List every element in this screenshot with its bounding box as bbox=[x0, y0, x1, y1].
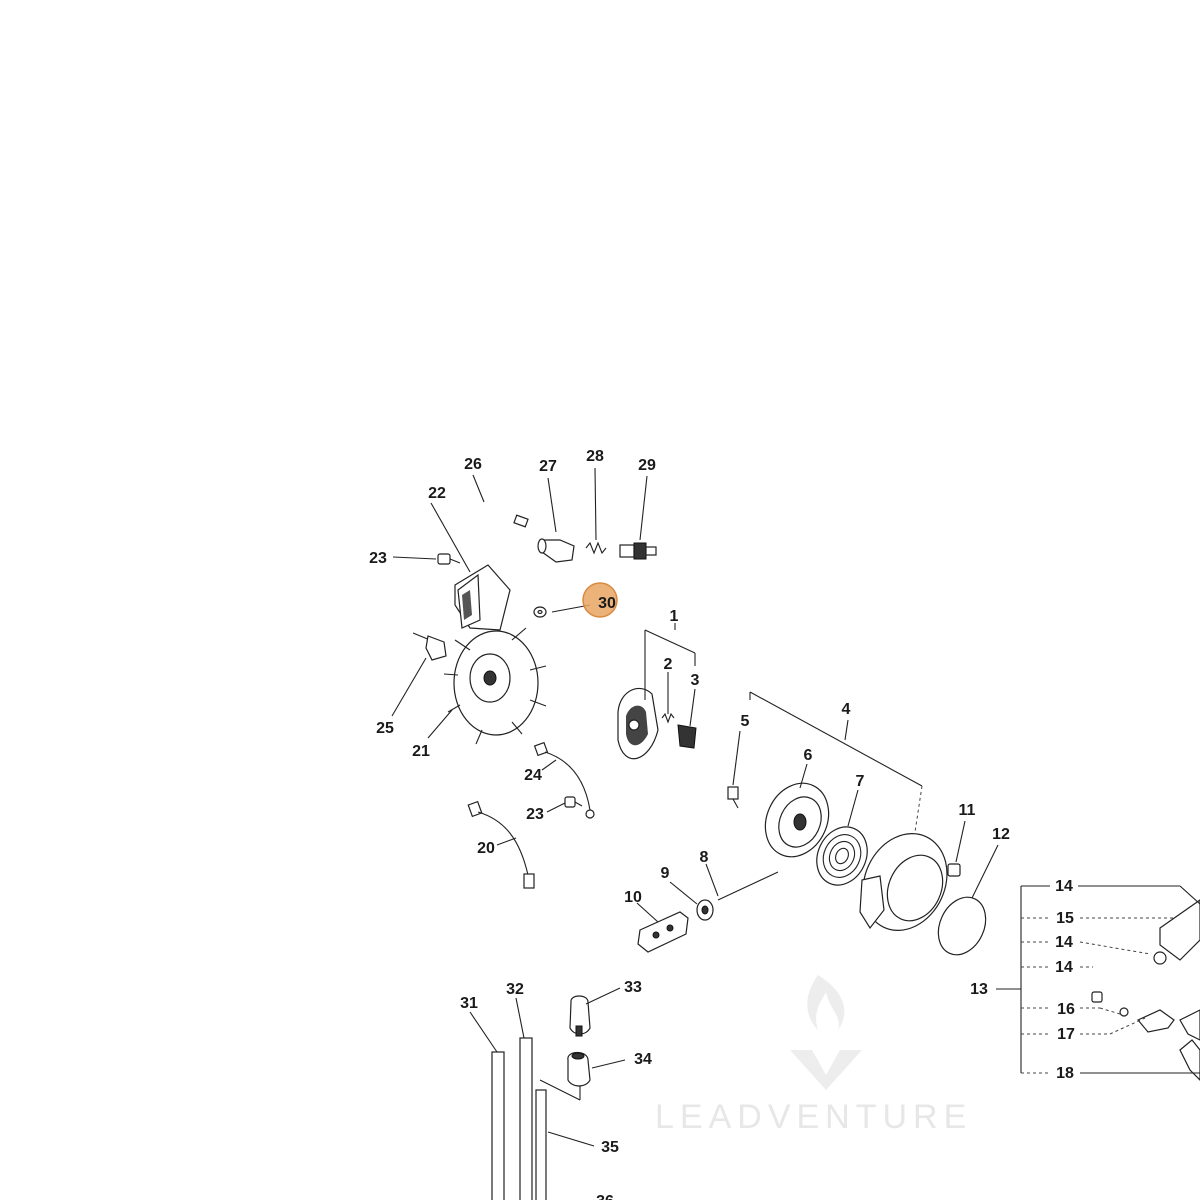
callout-14-b[interactable]: 14 bbox=[1055, 934, 1073, 951]
callout-14-c[interactable]: 14 bbox=[1055, 959, 1073, 976]
callout-9[interactable]: 9 bbox=[661, 865, 670, 882]
callout-21[interactable]: 21 bbox=[412, 743, 430, 760]
callout-1[interactable]: 1 bbox=[670, 608, 679, 625]
stop-wire-part bbox=[467, 800, 535, 889]
recoil-spring-part bbox=[816, 826, 868, 886]
ignition-coil-part bbox=[454, 564, 511, 631]
bracket-13 bbox=[996, 885, 1200, 1074]
starter-handle-part bbox=[637, 911, 689, 953]
callout-2[interactable]: 2 bbox=[664, 656, 673, 673]
gasket-ring-part bbox=[937, 896, 987, 956]
watermark-logo bbox=[790, 975, 862, 1090]
callout-35[interactable]: 35 bbox=[601, 1139, 619, 1156]
callout-10[interactable]: 10 bbox=[624, 889, 642, 906]
flywheel-nut-part bbox=[412, 632, 447, 661]
callout-27[interactable]: 27 bbox=[539, 458, 557, 475]
spring-part bbox=[585, 541, 607, 555]
callout-25[interactable]: 25 bbox=[376, 720, 394, 737]
highlight-marker[interactable] bbox=[582, 582, 618, 618]
wire-screw-part bbox=[564, 796, 583, 808]
screw-part bbox=[437, 553, 461, 565]
callout-31[interactable]: 31 bbox=[460, 995, 478, 1012]
callout-3[interactable]: 3 bbox=[691, 672, 700, 689]
ignition-lead-part bbox=[457, 504, 529, 601]
callout-11[interactable]: 11 bbox=[959, 802, 976, 819]
callout-17[interactable]: 17 bbox=[1057, 1026, 1075, 1043]
callout-labels: 26 27 28 29 22 23 1 2 3 25 21 4 5 6 7 24… bbox=[369, 448, 1075, 1200]
callout-34[interactable]: 34 bbox=[634, 1051, 652, 1068]
callout-26[interactable]: 26 bbox=[464, 456, 482, 473]
starter-rope-part bbox=[717, 871, 779, 901]
flywheel-part bbox=[443, 627, 547, 745]
callout-18[interactable]: 18 bbox=[1056, 1065, 1074, 1082]
fuel-filter-part bbox=[569, 995, 591, 1037]
callout-30-highlighted[interactable]: 30 bbox=[598, 595, 616, 612]
callout-32[interactable]: 32 bbox=[506, 981, 524, 998]
callout-22[interactable]: 22 bbox=[428, 485, 446, 502]
callout-29[interactable]: 29 bbox=[638, 457, 656, 474]
callout-5[interactable]: 5 bbox=[741, 713, 750, 730]
bracket-4 bbox=[749, 691, 923, 833]
callout-14-a[interactable]: 14 bbox=[1055, 878, 1073, 895]
fuel-filter-alt-part bbox=[567, 1051, 591, 1087]
starter-pulley-part bbox=[764, 782, 830, 858]
callout-8[interactable]: 8 bbox=[700, 849, 709, 866]
starter-screw-part bbox=[727, 786, 739, 809]
rope-guide-part bbox=[696, 899, 714, 921]
callout-33[interactable]: 33 bbox=[624, 979, 642, 996]
callout-13[interactable]: 13 bbox=[970, 981, 988, 998]
callout-24[interactable]: 24 bbox=[524, 767, 542, 784]
callout-12[interactable]: 12 bbox=[992, 826, 1010, 843]
callout-4[interactable]: 4 bbox=[842, 701, 851, 718]
housing-screw-part bbox=[947, 863, 961, 877]
callout-23-top[interactable]: 23 bbox=[369, 550, 387, 567]
callout-23-mid[interactable]: 23 bbox=[526, 806, 544, 823]
starter-pawl-assembly-part bbox=[617, 688, 697, 760]
washer-part bbox=[533, 606, 547, 618]
watermark-text: LEADVENTURE bbox=[655, 1098, 972, 1136]
callout-36[interactable]: 36 bbox=[596, 1193, 614, 1200]
ground-wire-part bbox=[533, 741, 595, 819]
starter-housing-part bbox=[859, 833, 948, 931]
spark-plug-boot-part bbox=[537, 538, 575, 563]
bracket-1 bbox=[644, 629, 696, 700]
spark-plug-part bbox=[619, 542, 657, 560]
throttle-lever-assembly-part bbox=[1091, 899, 1200, 1081]
callout-28[interactable]: 28 bbox=[586, 448, 604, 465]
fuel-tubes-part bbox=[491, 1037, 547, 1200]
callout-7[interactable]: 7 bbox=[856, 773, 865, 790]
callout-15[interactable]: 15 bbox=[1056, 910, 1074, 927]
callout-6[interactable]: 6 bbox=[804, 747, 813, 764]
leader-lines bbox=[391, 467, 999, 1147]
callout-16[interactable]: 16 bbox=[1057, 1001, 1075, 1018]
callout-20[interactable]: 20 bbox=[477, 840, 495, 857]
